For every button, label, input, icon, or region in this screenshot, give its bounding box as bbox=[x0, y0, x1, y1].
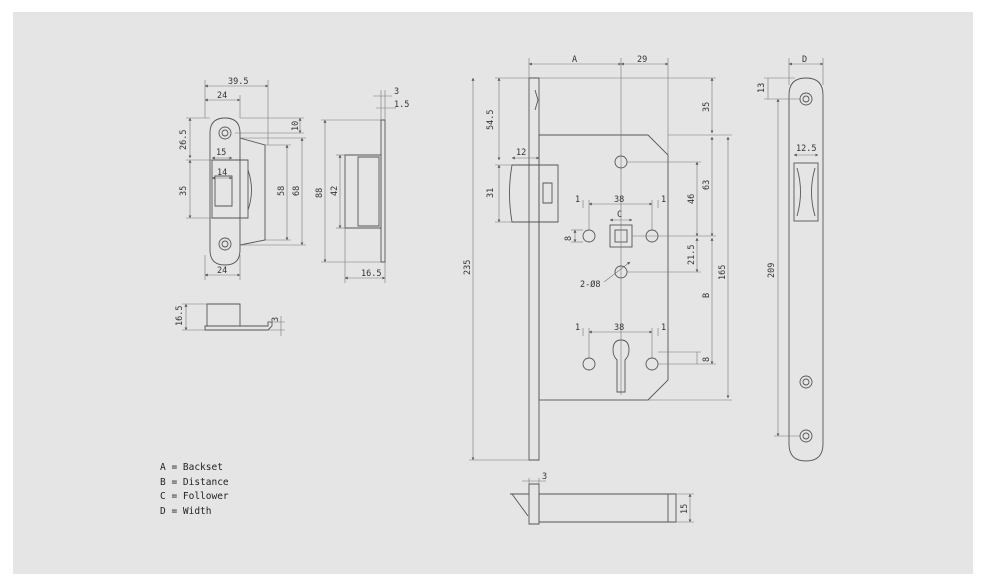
dim-c: C bbox=[617, 210, 622, 220]
dim-26-5: 26.5 bbox=[179, 130, 189, 150]
legend-follower: C = Follower bbox=[160, 491, 229, 502]
dim-d: D bbox=[802, 55, 807, 65]
dim-235: 235 bbox=[463, 260, 473, 275]
dim-12: 12 bbox=[516, 148, 526, 158]
dim-21-5: 21.5 bbox=[687, 245, 697, 265]
lock-body-labels: A 29 54.5 35 12 31 63 46 235 1 38 C 1 8 … bbox=[463, 55, 728, 362]
strike-side-dimensions bbox=[321, 90, 396, 283]
strike-plate-front-labels: 39.5 24 10 26.5 15 14 35 58 68 24 bbox=[179, 77, 302, 276]
dim-8-left: 8 bbox=[564, 236, 574, 241]
lock-bottom-dimensions bbox=[522, 478, 694, 523]
dim-a: A bbox=[572, 55, 577, 65]
faceplate bbox=[788, 77, 824, 462]
dim-16-5: 16.5 bbox=[361, 269, 381, 279]
lock-body bbox=[509, 77, 669, 461]
dim-1-left: 1 bbox=[575, 195, 580, 205]
dim-58: 58 bbox=[277, 186, 287, 196]
dim-63: 63 bbox=[702, 180, 712, 190]
legend-distance: B = Distance bbox=[160, 476, 229, 488]
lock-bottom-view bbox=[510, 483, 677, 525]
drawing-panel bbox=[13, 12, 973, 574]
dim-68: 68 bbox=[292, 186, 302, 196]
strike-side-labels: 3 1.5 88 42 16.5 bbox=[315, 87, 409, 279]
dim-29: 29 bbox=[637, 55, 647, 65]
strike-bottom-dimensions bbox=[182, 303, 285, 336]
strike-side-view bbox=[344, 119, 386, 263]
dim-42: 42 bbox=[330, 186, 340, 196]
dim-8-right: 8 bbox=[702, 357, 712, 362]
dim-b: B bbox=[702, 293, 712, 298]
dim-54-5: 54.5 bbox=[486, 110, 496, 130]
dim-165: 165 bbox=[718, 265, 728, 280]
dim-24-bottom: 24 bbox=[217, 266, 227, 276]
dim-3-bottom: 3 bbox=[271, 317, 281, 322]
legend: A = Backset B = Distance C = Follower D … bbox=[160, 461, 229, 519]
legend-backset: A = Backset bbox=[160, 462, 223, 473]
dim-31: 31 bbox=[486, 188, 496, 198]
strike-plate-front-dimensions bbox=[186, 80, 306, 280]
dim-38-top: 38 bbox=[614, 195, 624, 205]
dim-12-5: 12.5 bbox=[796, 144, 816, 154]
dim-14: 14 bbox=[217, 168, 227, 178]
dim-2-holes: 2-Ø8 bbox=[580, 279, 600, 290]
dim-88: 88 bbox=[315, 188, 325, 198]
faceplate-labels: D 13 12.5 209 bbox=[757, 55, 816, 278]
dim-209: 209 bbox=[767, 263, 777, 278]
dim-1-lower-left: 1 bbox=[575, 323, 580, 333]
dim-15-lock: 15 bbox=[680, 504, 690, 514]
faceplate-dimensions bbox=[764, 58, 824, 437]
dim-1-lower-right: 1 bbox=[661, 323, 666, 333]
dim-35-lock: 35 bbox=[702, 102, 712, 112]
dim-3: 3 bbox=[394, 87, 399, 97]
dim-16-5-bottom: 16.5 bbox=[175, 306, 185, 326]
strike-bottom-labels: 16.5 3 bbox=[175, 306, 281, 326]
dim-10: 10 bbox=[291, 121, 301, 131]
dim-24-top: 24 bbox=[217, 91, 227, 101]
lock-bottom-labels: 3 15 bbox=[542, 472, 690, 514]
dim-13: 13 bbox=[757, 83, 767, 93]
dim-46: 46 bbox=[687, 194, 697, 204]
legend-width: D = Width bbox=[160, 505, 212, 517]
dim-38-bottom: 38 bbox=[614, 323, 624, 333]
dim-3-lock: 3 bbox=[542, 472, 547, 482]
dim-1-5: 1.5 bbox=[394, 100, 409, 110]
lock-body-dimensions bbox=[469, 58, 732, 461]
dim-15: 15 bbox=[216, 148, 226, 158]
dim-35: 35 bbox=[179, 186, 189, 196]
strike-bottom-view bbox=[204, 303, 273, 331]
dim-39-5: 39.5 bbox=[228, 77, 248, 87]
dim-1-right: 1 bbox=[661, 195, 666, 205]
strike-plate-front bbox=[209, 117, 266, 266]
